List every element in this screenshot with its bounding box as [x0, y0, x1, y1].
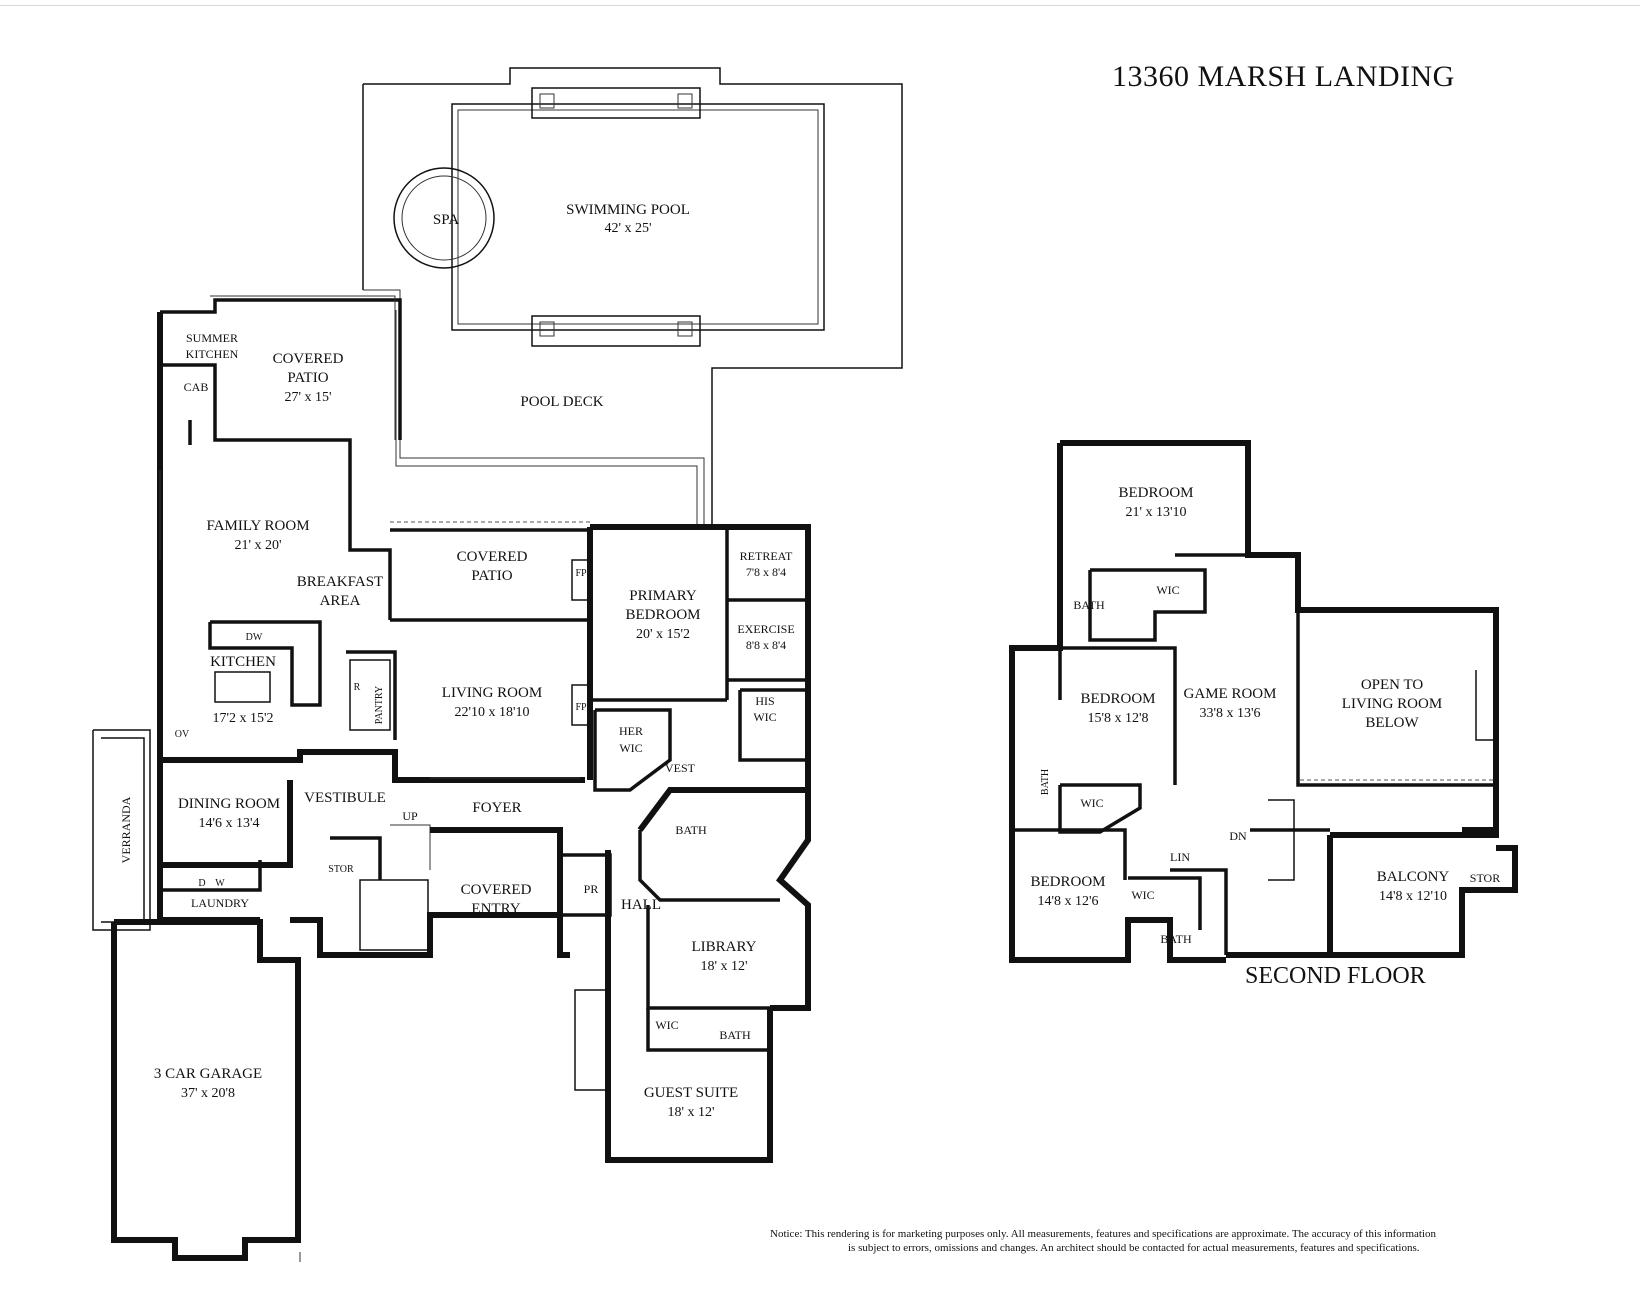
stair-down-label: DN — [1229, 829, 1247, 843]
covered-entry-label-1: COVERED — [461, 882, 532, 898]
second-floor-title: SECOND FLOOR — [1245, 963, 1426, 989]
primary-bath-label: BATH — [675, 823, 707, 837]
his-wic-label-1: HIS — [755, 694, 774, 708]
laundry-label: LAUNDRY — [191, 896, 249, 910]
hall-label: HALL — [621, 897, 661, 913]
living-room-dims: 22'10 x 18'10 — [454, 705, 529, 720]
open-to-label-3: BELOW — [1365, 715, 1419, 731]
dining-room-dims: 14'6 x 13'4 — [198, 816, 259, 831]
first-floor-labels: SWIMMING POOL 42' x 25' SPA POOL DECK SU… — [119, 202, 795, 1120]
wic-3-label: WIC — [1131, 888, 1154, 902]
foyer-label: FOYER — [472, 800, 521, 816]
library-dims: 18' x 12' — [700, 959, 747, 974]
notice-line-1: Notice: This rendering is for marketing … — [770, 1228, 1437, 1240]
pool-deck-label: POOL DECK — [520, 394, 603, 410]
library-label: LIBRARY — [691, 939, 756, 955]
bedroom-2-dims: 15'8 x 12'8 — [1087, 711, 1148, 726]
retreat-dims: 7'8 x 8'4 — [746, 565, 786, 579]
top-divider — [0, 5, 1640, 6]
garage-label: 3 CAR GARAGE — [154, 1066, 262, 1082]
summer-kitchen-label-1: SUMMER — [186, 331, 238, 345]
balcony-dims: 14'8 x 12'10 — [1379, 889, 1447, 904]
dryer-label: D — [198, 878, 205, 889]
swimming-pool-label: SWIMMING POOL — [566, 202, 690, 218]
washer-label: W — [215, 878, 225, 889]
guest-wic-label: WIC — [655, 1018, 678, 1032]
covered-patio-1-label-2: PATIO — [287, 370, 328, 386]
refrigerator-label: R — [354, 682, 361, 693]
kitchen-dims: 17'2 x 15'2 — [212, 711, 273, 726]
dishwasher-label: DW — [246, 632, 263, 643]
pool-deck-outline — [362, 67, 903, 527]
spa-label: SPA — [433, 212, 459, 228]
wic-2-label: WIC — [1080, 796, 1103, 810]
guest-suite-label: GUEST SUITE — [644, 1085, 738, 1101]
retreat-label: RETREAT — [740, 549, 793, 563]
breakfast-area-label-1: BREAKFAST — [297, 574, 383, 590]
guest-bath-label: BATH — [719, 1028, 751, 1042]
spa-shape — [393, 167, 495, 269]
second-floor-walls — [1009, 440, 1518, 963]
open-to-label-1: OPEN TO — [1361, 677, 1424, 693]
covered-patio-1-label-1: COVERED — [273, 351, 344, 367]
powder-room-label: PR — [584, 882, 599, 896]
covered-entry-label-2: ENTRY — [471, 901, 520, 917]
veranda-label: VERRANDA — [119, 796, 133, 863]
dining-room-label: DINING ROOM — [178, 796, 280, 812]
covered-patio-1-dims: 27' x 15' — [284, 390, 331, 405]
notice-line-2: is subject to errors, omissions and chan… — [848, 1242, 1420, 1254]
guest-suite-dims: 18' x 12' — [667, 1105, 714, 1120]
wic-1-label: WIC — [1156, 583, 1179, 597]
stair-up-label: UP — [402, 809, 418, 823]
breakfast-area-label-2: AREA — [320, 593, 361, 609]
kitchen-label: KITCHEN — [210, 654, 276, 670]
game-room-dims: 33'8 x 13'6 — [1199, 706, 1260, 721]
storage-2-label: STOR — [1470, 871, 1500, 885]
game-room-label: GAME ROOM — [1184, 686, 1277, 702]
her-wic-label-2: WIC — [619, 741, 642, 755]
bedroom-3-label: BEDROOM — [1030, 874, 1105, 890]
property-title: 13360 MARSH LANDING — [1112, 60, 1455, 93]
bath-1-label: BATH — [1073, 598, 1105, 612]
swimming-pool-shape — [451, 87, 825, 347]
fireplace-label-2: FP — [575, 702, 587, 713]
disclaimer-notice: Notice: This rendering is for marketing … — [770, 1227, 1590, 1255]
bedroom-1-dims: 21' x 13'10 — [1125, 505, 1186, 520]
swimming-pool-dims: 42' x 25' — [604, 221, 651, 236]
primary-bedroom-label-2: BEDROOM — [625, 607, 700, 623]
family-room-label: FAMILY ROOM — [206, 518, 309, 534]
cab-label: CAB — [184, 380, 209, 394]
fireplace-label-1: FP — [575, 568, 587, 579]
first-floor-walls — [92, 295, 811, 1262]
primary-bedroom-label-1: PRIMARY — [629, 588, 697, 604]
exercise-label: EXERCISE — [737, 622, 794, 636]
exercise-dims: 8'8 x 8'4 — [746, 638, 786, 652]
bath-3-label: BATH — [1160, 932, 1192, 946]
linen-label: LIN — [1170, 850, 1190, 864]
bedroom-2-label: BEDROOM — [1080, 691, 1155, 707]
second-floor-labels: BEDROOM 21' x 13'10 BATH WIC BEDROOM 15'… — [1030, 485, 1500, 946]
open-to-label-2: LIVING ROOM — [1342, 696, 1442, 712]
bedroom-1-label: BEDROOM — [1118, 485, 1193, 501]
bath-2-label: BATH — [1040, 769, 1051, 795]
storage-label: STOR — [328, 864, 354, 875]
vestibule-label: VESTIBULE — [304, 790, 386, 806]
oven-label: OV — [175, 729, 190, 740]
pantry-label: PANTRY — [374, 686, 385, 725]
living-room-label: LIVING ROOM — [442, 685, 542, 701]
her-wic-label-1: HER — [619, 724, 643, 738]
his-wic-label-2: WIC — [753, 710, 776, 724]
garage-dims: 37' x 20'8 — [181, 1086, 235, 1101]
balcony-label: BALCONY — [1377, 869, 1450, 885]
vest-label: VEST — [665, 761, 696, 775]
primary-bedroom-dims: 20' x 15'2 — [636, 627, 690, 642]
family-room-dims: 21' x 20' — [234, 538, 281, 553]
bedroom-3-dims: 14'8 x 12'6 — [1037, 894, 1098, 909]
covered-patio-2-label-2: PATIO — [471, 568, 512, 584]
summer-kitchen-label-2: KITCHEN — [186, 347, 239, 361]
covered-patio-2-label-1: COVERED — [457, 549, 528, 565]
